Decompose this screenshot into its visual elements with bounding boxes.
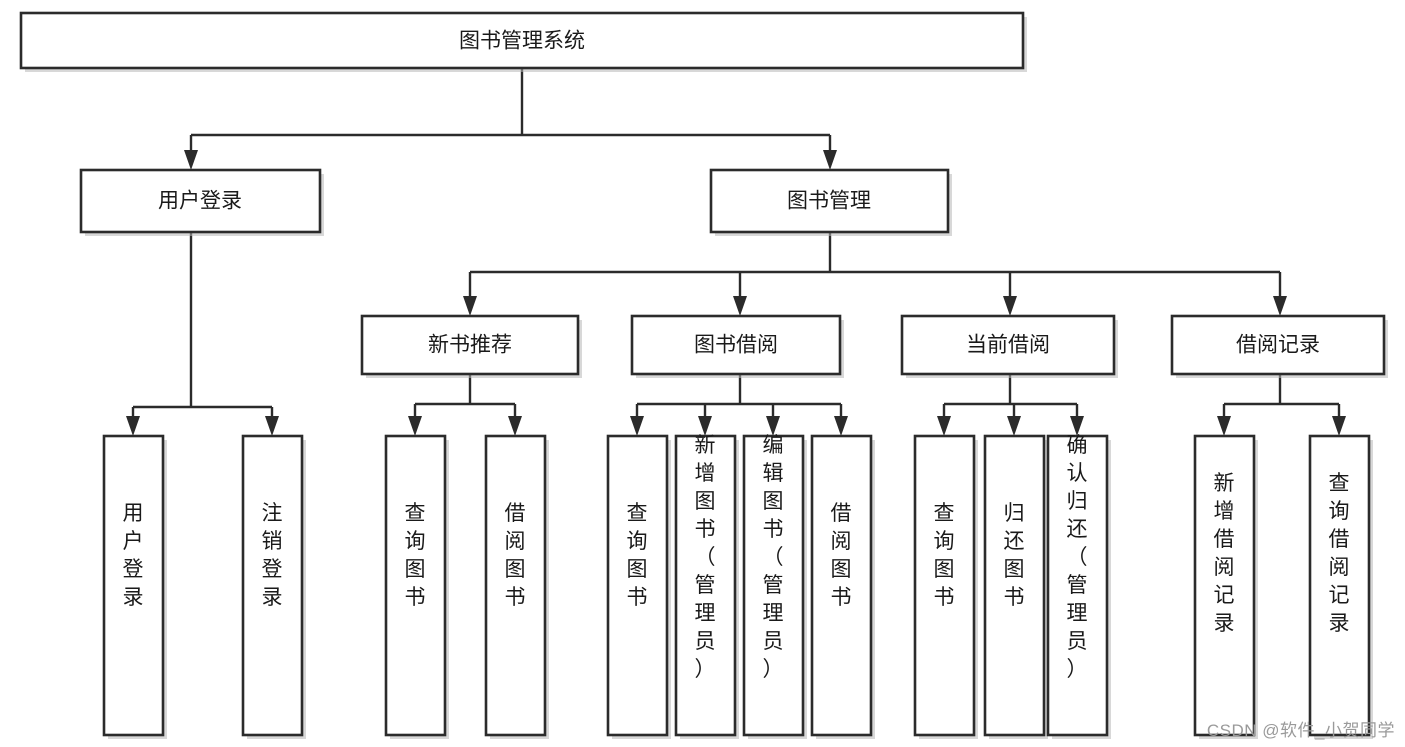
- leaf-borrow-book-1[interactable]: 借阅图书: [484, 434, 549, 739]
- leaf-confirm-return-label: 确认归还（管理员）: [1067, 434, 1088, 681]
- arrow-head-current-borrow: [1003, 296, 1017, 316]
- leaf-query-book-1-box: [384, 434, 447, 737]
- leaf-logout-label: 注销登录: [262, 502, 283, 609]
- leaf-borrow-book-2-box: [810, 434, 873, 737]
- leaf-add-book[interactable]: 新增图书（管理员）: [674, 434, 739, 739]
- node-user-login-box: [79, 168, 322, 234]
- leaf-return-book-label: 归还图书: [1004, 502, 1025, 609]
- leaf-logout-box: [241, 434, 304, 737]
- connector-layer: [126, 68, 1346, 436]
- leaf-user-login-box: [102, 434, 165, 737]
- leaf-user-login-label: 用户登录: [123, 502, 144, 609]
- leaf-add-record-label: 新增借阅记录: [1214, 472, 1235, 635]
- leaf-query-book-1[interactable]: 查询图书: [384, 434, 449, 739]
- node-new-book-recommend[interactable]: 新书推荐: [360, 314, 582, 378]
- leaf-query-book-2-box: [606, 434, 669, 737]
- node-new-book-recommend-label: 新书推荐: [428, 334, 512, 357]
- node-root[interactable]: 图书管理系统: [19, 11, 1027, 72]
- leaf-return-book-box: [983, 434, 1046, 737]
- leaf-query-book-2[interactable]: 查询图书: [606, 434, 671, 739]
- node-book-management-label: 图书管理: [787, 190, 871, 213]
- arrow-head-leaf-logout: [265, 416, 279, 436]
- leaf-edit-book-label: 编辑图书（管理员）: [763, 434, 784, 681]
- arrow-head-leaf-query-record: [1332, 416, 1346, 436]
- node-current-borrow[interactable]: 当前借阅: [900, 314, 1118, 378]
- node-borrow-record[interactable]: 借阅记录: [1170, 314, 1388, 378]
- leaf-query-book-3-box: [913, 434, 976, 737]
- arrow-head-userlogin: [184, 150, 198, 170]
- leaf-user-login[interactable]: 用户登录: [102, 434, 167, 739]
- leaf-borrow-book-1-label: 借阅图书: [505, 502, 526, 609]
- node-book-borrow-label: 图书借阅: [694, 334, 778, 357]
- arrow-head-leaf-confirm-return: [1070, 416, 1084, 436]
- leaf-add-record-box: [1193, 434, 1256, 737]
- leaf-query-record[interactable]: 查询借阅记录: [1308, 434, 1373, 739]
- arrow-head-leaf-query-book-3: [937, 416, 951, 436]
- node-new-book-recommend-box: [360, 314, 580, 376]
- arrow-head-borrow-record: [1273, 296, 1287, 316]
- arrow-head-new-book-recommend: [463, 296, 477, 316]
- leaf-return-book[interactable]: 归还图书: [983, 434, 1048, 739]
- leaf-add-record[interactable]: 新增借阅记录: [1193, 434, 1258, 739]
- node-book-borrow-box: [630, 314, 842, 376]
- arrow-head-leaf-borrow-book-2: [834, 416, 848, 436]
- leaf-logout[interactable]: 注销登录: [241, 434, 306, 739]
- arrow-head-leaf-borrow-book-1: [508, 416, 522, 436]
- node-root-box: [19, 11, 1025, 70]
- node-current-borrow-label: 当前借阅: [966, 334, 1050, 357]
- arrow-head-leaf-query-book-1: [408, 416, 422, 436]
- leaf-borrow-book-1-box: [484, 434, 547, 737]
- leaf-confirm-return-box: [1046, 434, 1109, 737]
- node-user-login-label: 用户登录: [158, 190, 242, 213]
- leaf-query-book-2-label: 查询图书: [627, 502, 648, 609]
- arrow-head-leaf-user-login: [126, 416, 140, 436]
- leaf-add-book-label: 新增图书（管理员）: [695, 434, 716, 681]
- arrow-head-bookmgmt: [823, 150, 837, 170]
- leaf-edit-book[interactable]: 编辑图书（管理员）: [742, 434, 807, 739]
- node-book-management-box: [709, 168, 950, 234]
- arrow-head-leaf-add-book: [698, 416, 712, 436]
- leaf-query-record-label: 查询借阅记录: [1329, 472, 1350, 635]
- node-borrow-record-label: 借阅记录: [1236, 334, 1320, 357]
- node-current-borrow-box: [900, 314, 1116, 376]
- node-user-login[interactable]: 用户登录: [79, 168, 324, 236]
- node-root-label: 图书管理系统: [459, 30, 585, 53]
- leaf-query-book-3-label: 查询图书: [934, 502, 955, 609]
- leaf-add-book-box: [674, 434, 737, 737]
- leaf-borrow-book-2[interactable]: 借阅图书: [810, 434, 875, 739]
- node-book-management[interactable]: 图书管理: [709, 168, 952, 236]
- leaf-confirm-return[interactable]: 确认归还（管理员）: [1046, 434, 1111, 739]
- leaf-query-record-box: [1308, 434, 1371, 737]
- arrow-head-book-borrow: [733, 296, 747, 316]
- leaf-edit-book-box: [742, 434, 805, 737]
- leaf-borrow-book-2-label: 借阅图书: [831, 502, 852, 609]
- arrow-head-leaf-return-book: [1007, 416, 1021, 436]
- arrow-head-leaf-edit-book: [766, 416, 780, 436]
- leaf-query-book-1-label: 查询图书: [405, 502, 426, 609]
- node-book-borrow[interactable]: 图书借阅: [630, 314, 844, 378]
- leaf-query-book-3[interactable]: 查询图书: [913, 434, 978, 739]
- arrow-head-leaf-add-record: [1217, 416, 1231, 436]
- arrow-head-leaf-query-book-2: [630, 416, 644, 436]
- node-borrow-record-box: [1170, 314, 1386, 376]
